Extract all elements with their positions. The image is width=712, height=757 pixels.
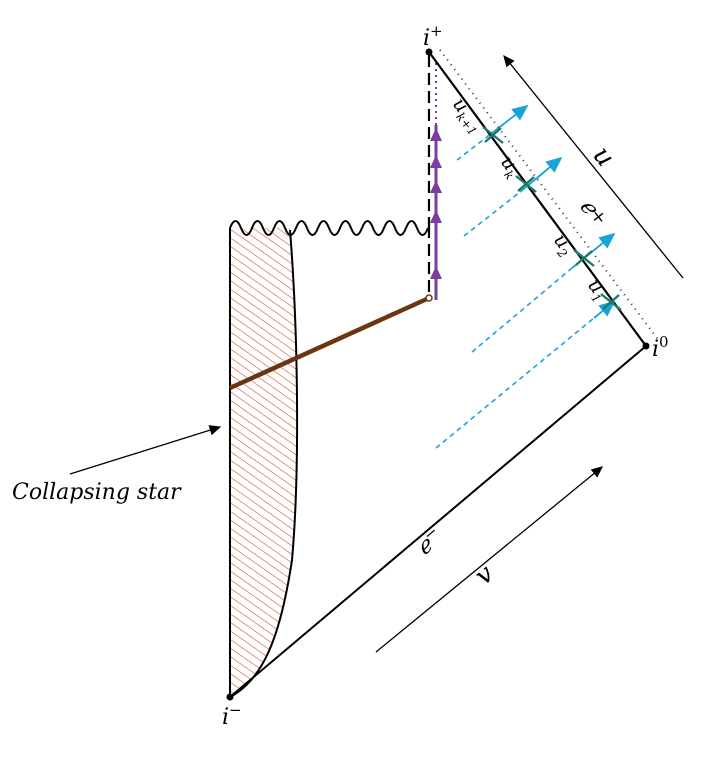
past-null-infinity <box>229 345 647 698</box>
i-minus-point <box>226 693 234 701</box>
singularity-line <box>229 220 429 236</box>
cross-u1 <box>600 293 622 311</box>
future-null-infinity <box>428 51 647 347</box>
label-collapsing-star: Collapsing star <box>12 480 182 505</box>
cross-u2 <box>573 249 595 267</box>
u-direction-arrow <box>503 54 684 279</box>
brown-line-endpoint <box>425 294 433 302</box>
label-i-zero: i0 <box>652 333 669 362</box>
blue-ray-1-arrow <box>593 300 616 319</box>
collapsing-star-arrow <box>69 425 222 475</box>
blue-ray-4 <box>456 132 493 161</box>
purple-arrow-2 <box>430 210 442 223</box>
blue-ray-3 <box>463 191 521 237</box>
purple-arrow-5 <box>430 128 442 141</box>
star-surface <box>229 229 299 698</box>
purple-arrow-4 <box>430 155 442 168</box>
blue-ray-4-arrow <box>491 104 529 134</box>
blue-ray-2 <box>471 267 573 353</box>
collapsing-star-region <box>230 228 298 697</box>
brown-line <box>229 295 430 391</box>
purple-arrow-1 <box>430 266 442 279</box>
label-scri-plus: ℯ+ <box>574 194 611 232</box>
future-null-infinity-dotted <box>439 49 661 343</box>
v-direction-arrow <box>375 466 604 653</box>
cross-uk1 <box>482 126 504 144</box>
label-scri-minus: ℯ− <box>409 521 448 560</box>
blue-ray-3-arrow <box>519 156 563 193</box>
label-u-k1: uk+1 <box>446 94 489 139</box>
label-u-2: u2 <box>547 230 579 261</box>
label-i-plus: i+ <box>423 22 443 51</box>
i-zero-point <box>642 342 650 350</box>
blue-ray-1 <box>435 317 595 449</box>
cross-uk <box>515 175 537 193</box>
label-i-minus: i− <box>222 701 242 730</box>
label-u-axis: u <box>586 141 620 173</box>
purple-arrow-3 <box>430 180 442 193</box>
i-plus-point <box>425 48 433 56</box>
